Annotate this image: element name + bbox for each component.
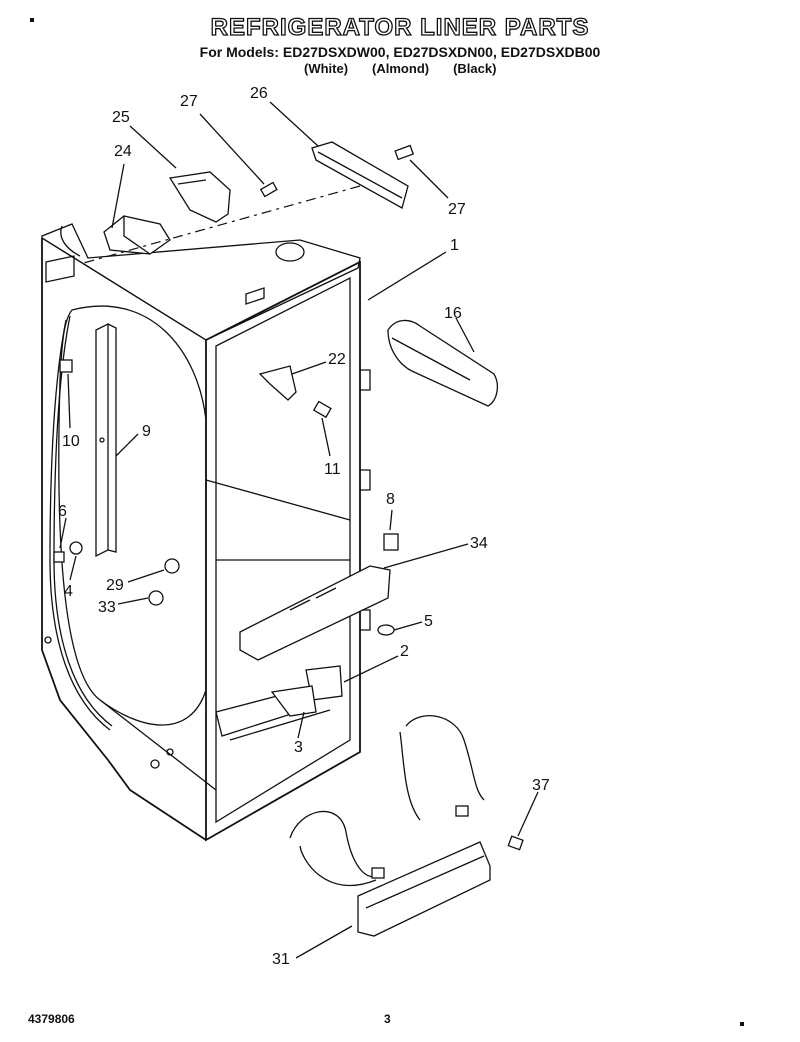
callout-2: 2	[400, 643, 409, 660]
callout-9: 9	[142, 423, 151, 440]
callout-22: 22	[328, 351, 346, 368]
part-8-clip	[383, 533, 399, 551]
part-31-evaporator-pan	[289, 715, 491, 937]
color-white: (White)	[304, 61, 349, 76]
callout-27-upper-right: 27	[448, 201, 466, 218]
screw-37	[507, 835, 524, 851]
screw-6	[53, 551, 65, 563]
screw-27-upper-right	[394, 144, 415, 161]
color-black: (Black)	[453, 61, 497, 76]
callout-leaders	[59, 101, 539, 959]
part-34-cover	[239, 565, 391, 661]
screw-27-upper-left	[259, 181, 278, 198]
color-almond: (Almond)	[372, 61, 430, 76]
callout-labels: 25 27 26 27 24 1 16 22 10 9 11 8 6 34 4 …	[58, 85, 550, 968]
callout-11: 11	[324, 461, 341, 478]
page-title: REFRIGERATOR LINER PARTS	[210, 13, 590, 41]
corner-mark	[30, 18, 34, 22]
part-16-tube	[387, 319, 499, 407]
part-33-bulb	[148, 590, 164, 606]
callout-6: 6	[58, 503, 67, 520]
callout-29: 29	[106, 577, 124, 594]
models-line: For Models: ED27DSXDW00, ED27DSXDN00, ED…	[199, 44, 601, 60]
part-3-bracket	[270, 685, 317, 717]
document-number: 4379806	[28, 1012, 75, 1026]
refrigerator-liner	[41, 223, 371, 842]
shelf-rail	[95, 322, 117, 558]
corner-mark	[740, 1022, 744, 1026]
callout-31: 31	[272, 951, 290, 968]
callout-25: 25	[112, 109, 130, 126]
callout-8: 8	[386, 491, 395, 508]
part-22-bracket	[258, 365, 297, 401]
callout-33: 33	[98, 599, 116, 616]
callout-16: 16	[444, 305, 462, 322]
part-4-knob	[69, 541, 83, 555]
part-5-grommet	[377, 624, 395, 636]
callout-4: 4	[64, 583, 73, 600]
callout-1: 1	[450, 237, 459, 254]
callout-27-upper-left: 27	[180, 93, 198, 110]
callout-37: 37	[532, 777, 550, 794]
part-29-socket	[164, 558, 180, 574]
screw-10	[59, 359, 73, 373]
color-legend: (White) (Almond) (Black)	[304, 61, 520, 76]
callout-26: 26	[250, 85, 268, 102]
callout-3: 3	[294, 739, 303, 756]
page-number: 3	[384, 1012, 391, 1026]
screw-11	[312, 400, 332, 419]
part-26-channel	[311, 141, 409, 209]
callout-10: 10	[62, 433, 80, 450]
part-24-housing	[103, 215, 171, 255]
alignment-line	[79, 185, 361, 265]
callout-34: 34	[470, 535, 488, 552]
callout-24: 24	[114, 143, 132, 160]
callout-5: 5	[424, 613, 433, 630]
part-25-bracket	[168, 171, 231, 223]
